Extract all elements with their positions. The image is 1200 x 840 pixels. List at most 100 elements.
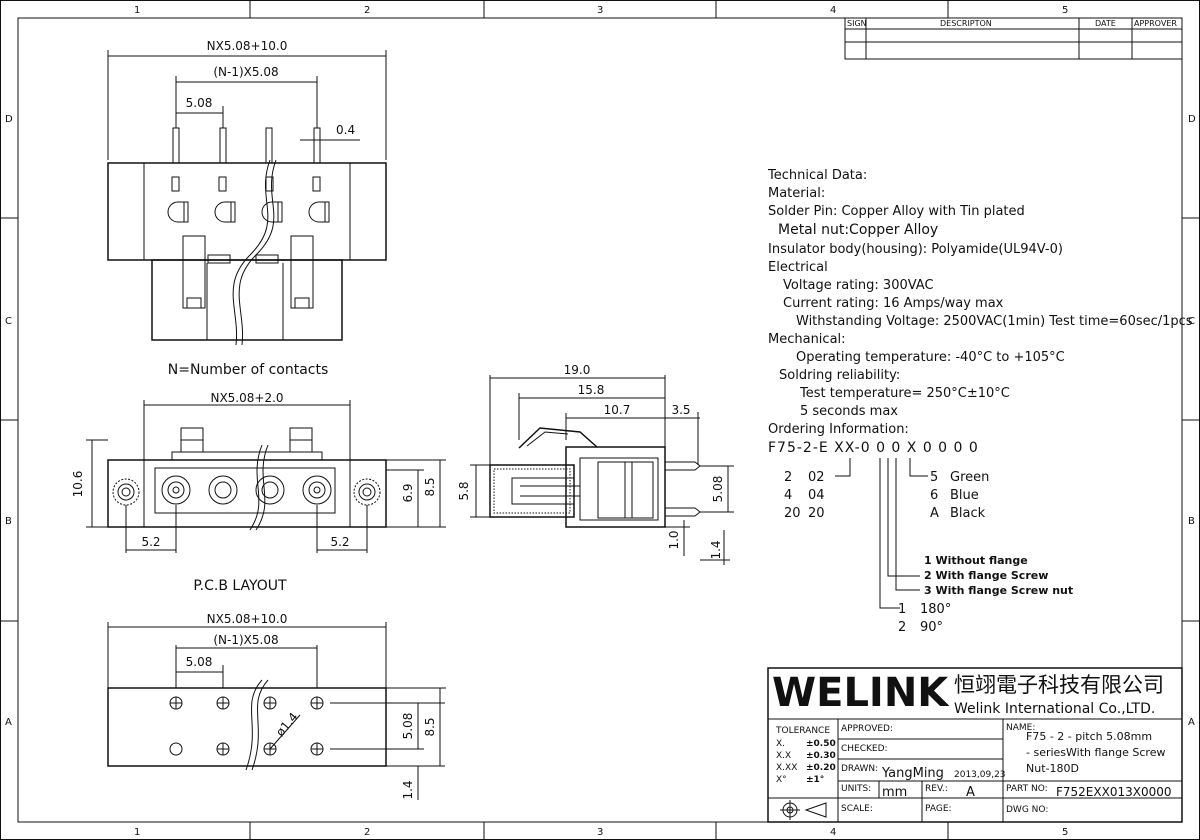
dim-total: 19.0 [564, 363, 591, 377]
color-value: Blue [950, 488, 979, 503]
flange-option: 1 Without flange [924, 554, 1028, 567]
col-label: 3 [597, 827, 603, 838]
tech-line: Material: [768, 186, 825, 201]
units-label: UNITS: [841, 784, 871, 794]
col-label: 4 [830, 5, 836, 16]
color-code: 6 [930, 488, 938, 503]
dim-right-1: 6.9 [401, 483, 415, 502]
dim-right-offset: 5.2 [330, 535, 349, 549]
tech-line: Solder Pin: Copper Alloy with Tin plated [768, 204, 1025, 219]
row-label: D [1188, 114, 1196, 125]
tolerance-label: TOLERANCE [775, 726, 830, 736]
dim-bottom-2: 1.4 [709, 540, 723, 559]
company-cn: 恒翊電子科技有限公司 [954, 673, 1164, 697]
tech-line: Soldring reliability: [779, 368, 900, 383]
row-label: B [1188, 516, 1195, 527]
col-label: 2 [364, 5, 370, 16]
dim-pin: 0.4 [336, 123, 355, 137]
angle-value: 180° [920, 602, 951, 617]
dim-right: 5.08 [711, 476, 725, 503]
contacts-code: 2 [784, 470, 792, 485]
dim-right-1: 5.08 [401, 713, 415, 740]
tech-line: Test temperature= 250°C±10°C [799, 386, 1010, 401]
part-code: F75-2-E XX-0 0 0 X 0 0 0 0 [768, 440, 979, 456]
drawn-by: YangMing [881, 766, 944, 781]
row-label: C [1188, 316, 1195, 327]
tech-line: Mechanical: [768, 332, 846, 347]
tol-value: ±0.20 [806, 763, 836, 773]
revision-table: SIGN DESCRIPTON DATE APPROVER [844, 17, 1183, 60]
company-en: Welink International Co.,LTD. [954, 701, 1155, 717]
rev-desc-header: DESCRIPTON [940, 19, 992, 28]
tech-line: Ordering Information: [768, 422, 909, 437]
dim-right-2: 8.5 [423, 717, 437, 736]
tech-line: Voltage rating: 300VAC [783, 278, 934, 293]
row-label: C [5, 316, 12, 327]
dim-total: NX5.08+10.0 [207, 612, 288, 626]
contacts-value: 02 [808, 470, 825, 485]
row-label: D [5, 114, 13, 125]
name-line: Nut-180D [1026, 762, 1079, 775]
dim-pitch-span: (N-1)X5.08 [213, 65, 278, 79]
dim-left: 5.8 [457, 481, 471, 500]
dim-4: 3.5 [671, 403, 690, 417]
approved-label: APPROVED: [841, 724, 893, 734]
page-label: PAGE: [925, 804, 952, 814]
contacts-code: 20 [784, 506, 801, 521]
dim-total: NX5.08+10.0 [207, 39, 288, 53]
tol-key: X° [776, 775, 787, 785]
brand-logo: WELINK [772, 670, 950, 716]
projection-symbol-icon [780, 800, 827, 820]
tol-key: X.X [776, 751, 791, 761]
dim-2: 15.8 [578, 383, 605, 397]
name-label: NAME: [1006, 723, 1035, 733]
part-no-label: PART NO: [1006, 784, 1048, 794]
dim-bottom-1: 1.0 [667, 530, 681, 549]
col-label: 5 [1062, 5, 1068, 16]
col-label: 1 [134, 827, 140, 838]
contacts-value: 04 [808, 488, 825, 503]
tech-line: Insulator body(housing): Polyamide(UL94V… [768, 242, 1063, 257]
name-line: - seriesWith flange Screw [1026, 746, 1165, 759]
dim-total: NX5.08+2.0 [210, 391, 283, 405]
tech-line: Metal nut:Copper Alloy [778, 222, 938, 238]
dim-pitch: 5.08 [186, 96, 213, 110]
flange-option: 2 With flange Screw [924, 569, 1048, 582]
dim-hole: ø1.4 [273, 710, 301, 739]
angle-code: 1 [898, 602, 906, 617]
tol-key: X.XX [776, 763, 797, 773]
dim-height: 10.6 [71, 471, 85, 498]
dim-pitch: 5.08 [186, 655, 213, 669]
side-view: 19.0 15.8 10.7 3.5 5.8 5.08 [457, 363, 734, 565]
dim-left-offset: 5.2 [141, 535, 160, 549]
col-label: 5 [1062, 827, 1068, 838]
dim-bottom: 1.4 [401, 780, 415, 799]
dim-pitch-span: (N-1)X5.08 [213, 633, 278, 647]
rev-approver-header: APPROVER [1134, 19, 1177, 28]
front-view: NX5.08+2.0 10.6 6.9 8.5 [71, 391, 446, 594]
tol-value: ±0.30 [806, 751, 836, 761]
col-label: 3 [597, 5, 603, 16]
title-block: WELINK 恒翊電子科技有限公司 Welink International C… [767, 667, 1183, 823]
color-code: 5 [930, 470, 938, 485]
tech-line: Withstanding Voltage: 2500VAC(1min) Test… [796, 314, 1193, 329]
flange-option: 3 With flange Screw nut [924, 584, 1073, 597]
part-no-value: F752EXX013X0000 [1056, 785, 1172, 799]
top-view: NX5.08+10.0 (N-1)X5.08 5.08 0.4 [107, 39, 387, 378]
angle-value: 90° [920, 620, 943, 635]
tol-value: ±0.50 [806, 739, 836, 749]
tol-value: ±1° [806, 775, 824, 785]
rev-label: REV.: [925, 784, 948, 794]
tol-key: X. [776, 739, 785, 749]
contacts-value: 20 [808, 506, 825, 521]
color-value: Green [950, 470, 989, 485]
tech-line: Operating temperature: -40°C to +105°C [796, 350, 1065, 365]
angle-code: 2 [898, 620, 906, 635]
rev-date-header: DATE [1095, 19, 1116, 28]
units-value: mm [882, 785, 907, 800]
scale-label: SCALE: [841, 804, 873, 814]
drawn-date: 2013,09,23 [954, 770, 1006, 780]
tech-line: Current rating: 16 Amps/way max [783, 296, 1004, 311]
tech-line: Technical Data: [767, 168, 867, 183]
